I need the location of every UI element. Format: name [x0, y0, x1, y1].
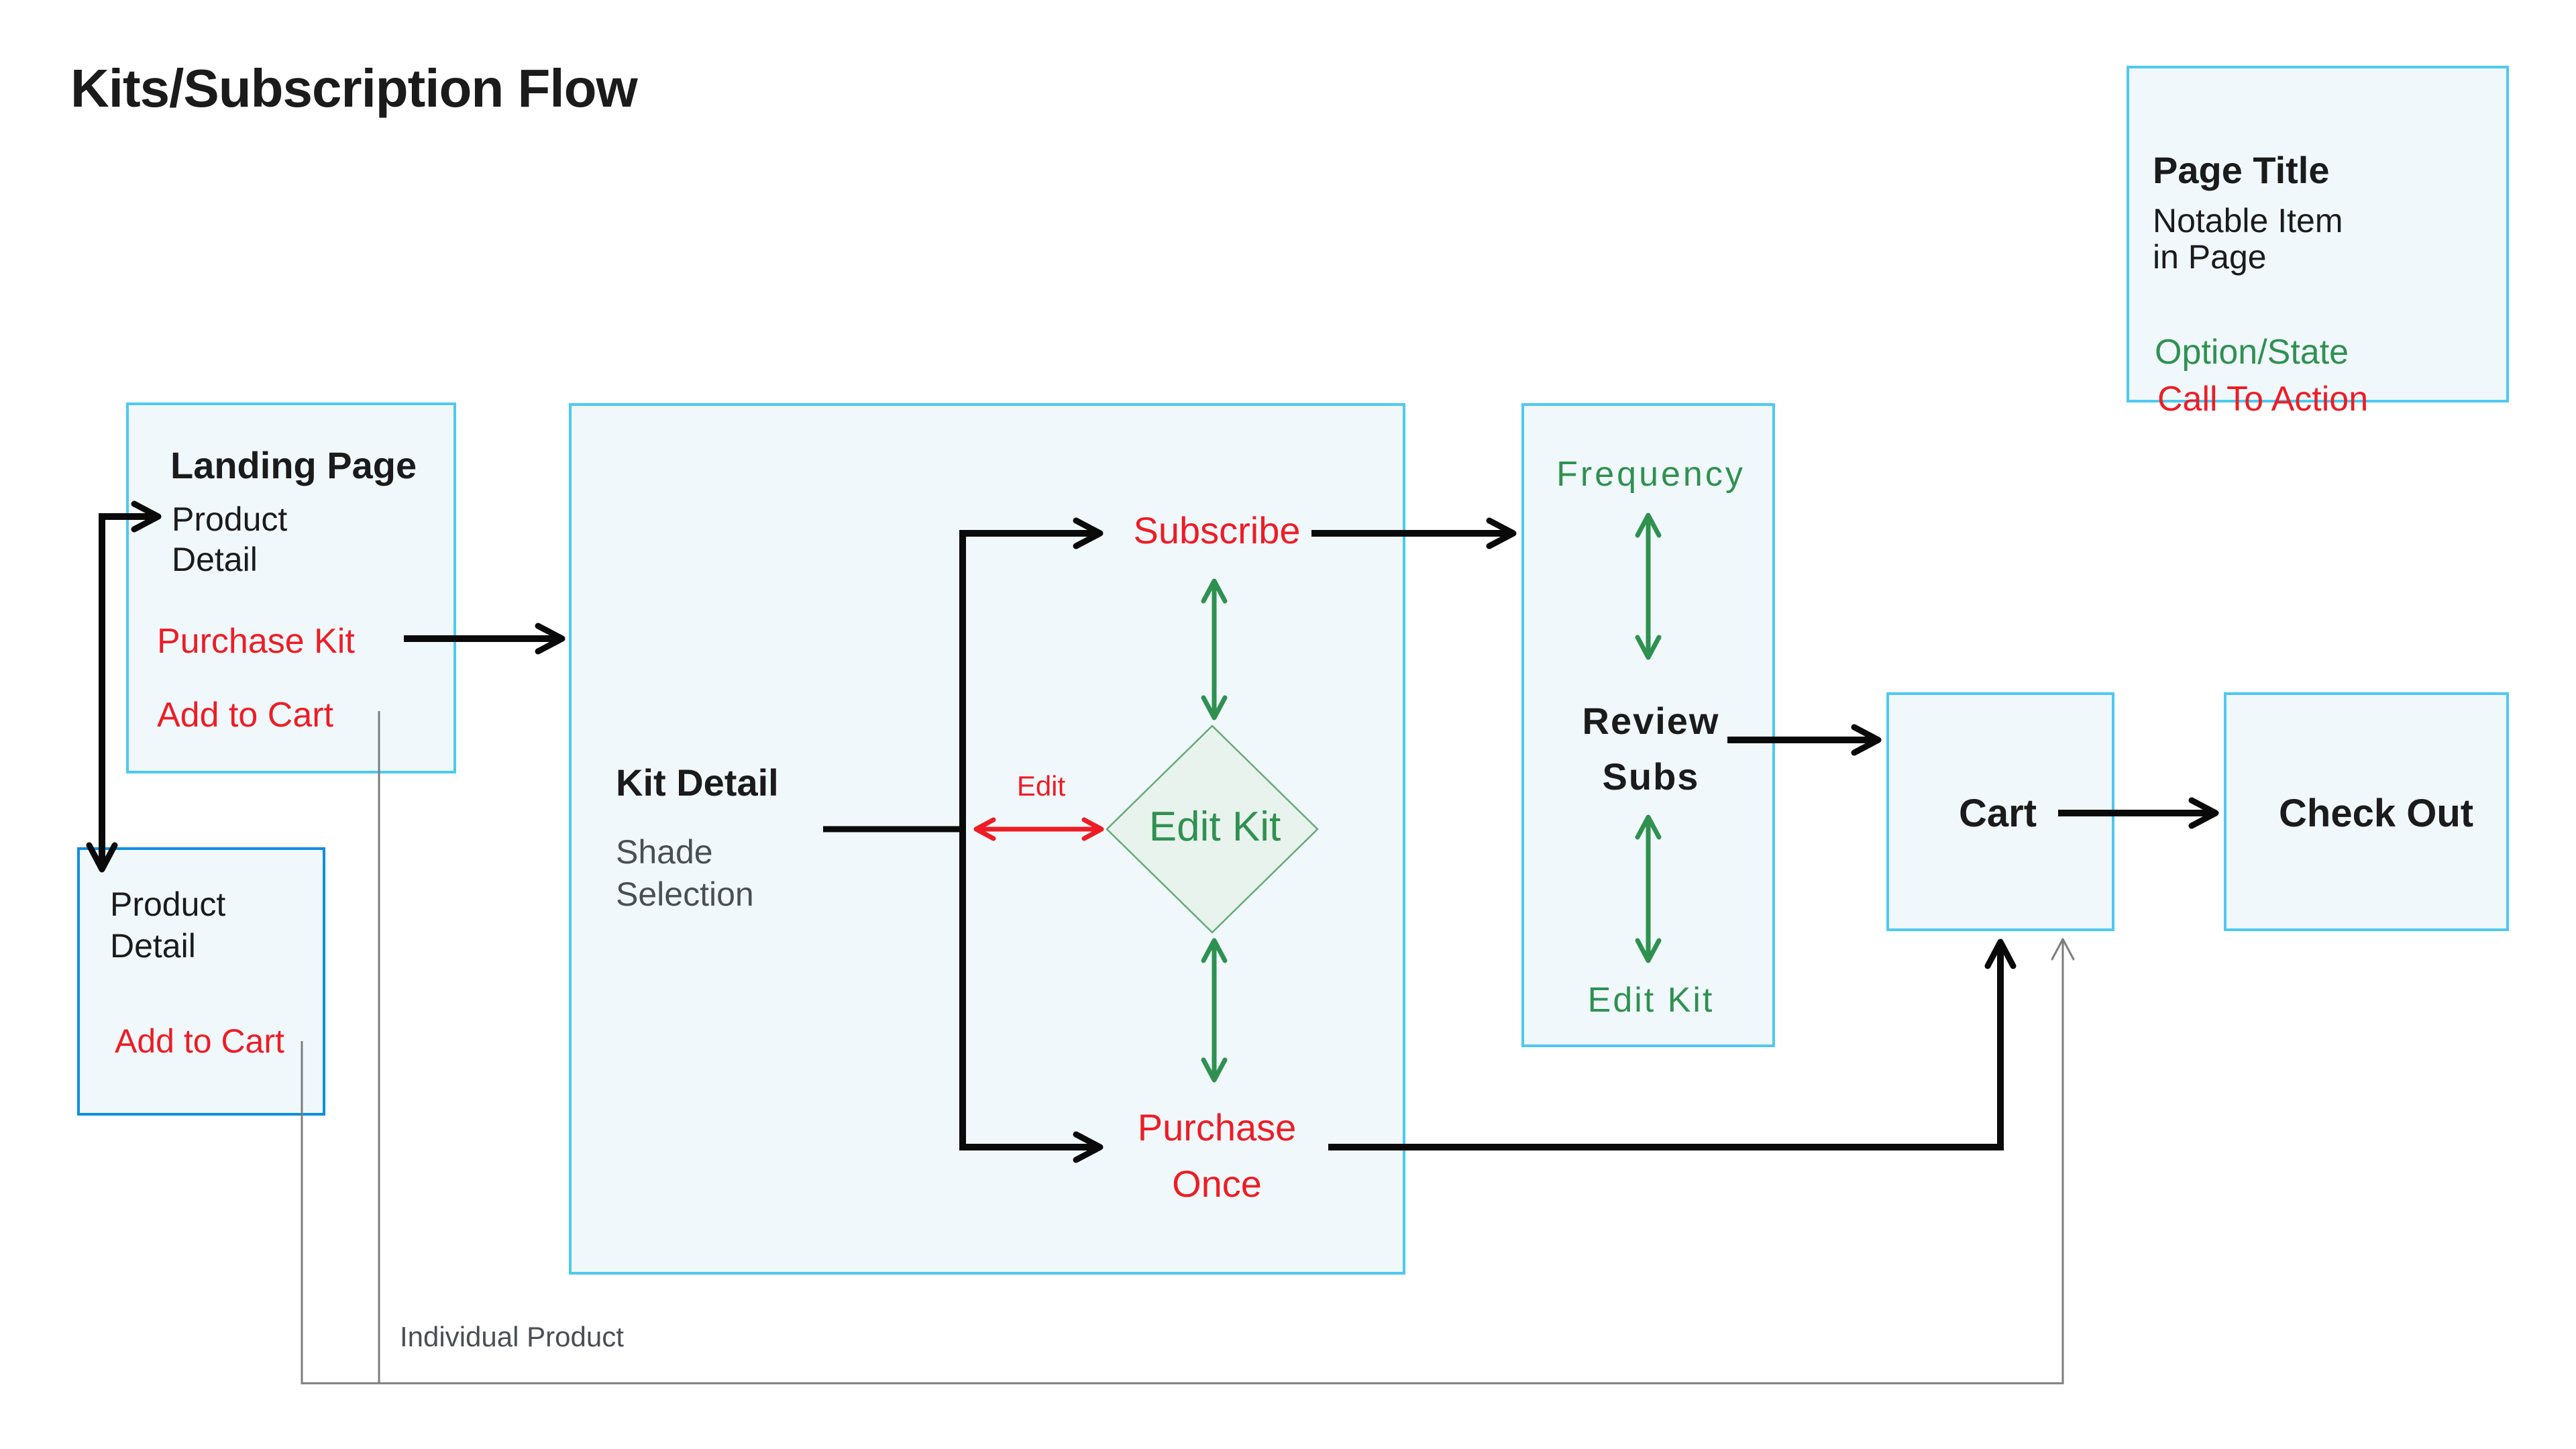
- kit-detail-edit-label: Edit: [1016, 770, 1066, 802]
- landing-purchase-kit: Purchase Kit: [157, 622, 355, 661]
- landing-add-to-cart: Add to Cart: [157, 696, 334, 735]
- landing-page-title: Landing Page: [170, 444, 417, 486]
- kit-detail-title: Kit Detail: [616, 761, 779, 804]
- legend-call-to-action: Call To Action: [2157, 380, 2369, 419]
- legend-page-title: Page Title: [2153, 149, 2330, 191]
- legend-option-state: Option/State: [2155, 333, 2349, 372]
- kit-detail-subscribe: Subscribe: [1133, 509, 1301, 551]
- page-title: Kits/Subscription Flow: [70, 58, 638, 118]
- check-out-title: Check Out: [2279, 792, 2474, 835]
- cart-title: Cart: [1959, 792, 2037, 835]
- individual-product-label: Individual Product: [400, 1321, 624, 1352]
- frequency-title: Frequency: [1556, 455, 1746, 494]
- node-check-out: Check Out: [2224, 692, 2509, 931]
- kit-detail-edit-kit: Edit Kit: [1148, 804, 1281, 850]
- node-cart: Cart: [1886, 692, 2114, 931]
- frequency-edit-kit: Edit Kit: [1587, 981, 1715, 1020]
- product-detail-add-to-cart: Add to Cart: [115, 1022, 284, 1060]
